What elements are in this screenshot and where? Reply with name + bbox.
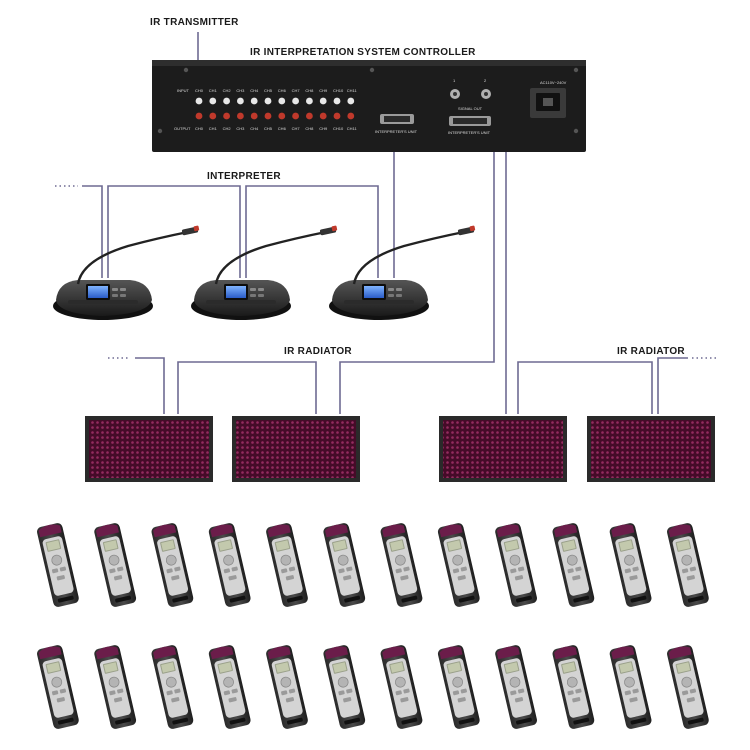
ir-receiver[interactable] [665,521,711,609]
interpreter-unit-1[interactable] [51,224,201,322]
ir-receiver[interactable] [379,521,424,609]
output-channel-label: CH1 [209,126,218,131]
rca-input-jack[interactable] [319,97,327,105]
ir-receiver[interactable] [665,643,711,731]
ir-receiver[interactable] [35,521,81,609]
rca-input-jack[interactable] [209,97,217,105]
ir-receiver[interactable] [35,643,81,731]
rca-input-jack[interactable] [237,97,244,105]
rca-output-jack[interactable] [319,112,327,120]
input-channel-label: CH11 [347,88,358,93]
ir-radiator-4[interactable] [587,416,715,482]
port-2-label: 2 [484,78,487,83]
ir-receiver[interactable] [264,643,310,731]
rca-output-jack[interactable] [250,112,258,120]
ir-receiver[interactable] [436,643,482,731]
interpreter-unit-3[interactable] [327,224,477,322]
ir-receiver[interactable] [321,643,367,731]
rca-output-jack[interactable] [264,112,272,120]
output-channel-label: CH11 [347,126,358,131]
ir-receiver[interactable] [551,643,596,731]
output-channel-label: CH2 [223,126,232,131]
ir-radiator-right-label: IR RADIATOR [617,346,685,357]
input-channel-label: CH4 [250,88,259,93]
ir-receiver[interactable] [379,643,424,731]
rca-input-jack[interactable] [264,97,272,105]
ir-receiver[interactable] [92,643,138,731]
input-channel-label: CH9 [319,88,328,93]
rca-input-jack[interactable] [306,97,313,105]
rca-output-jack[interactable] [278,112,286,120]
output-channel-label: CH7 [292,126,301,131]
output-channel-label: CH6 [278,126,287,131]
ir-receiver[interactable] [493,521,539,609]
rca-input-jack[interactable] [347,97,355,105]
output-channel-label: CH9 [319,126,328,131]
ir-radiator-3[interactable] [439,416,567,482]
output-channel-label: CH8 [305,126,314,131]
ir-receiver[interactable] [150,521,195,609]
input-label: INPUT [177,88,190,93]
controller-label: IR INTERPRETATION SYSTEM CONTROLLER [250,47,476,58]
input-channel-label: CH7 [292,88,301,93]
interpreter-label: INTERPRETER [207,171,281,182]
input-channel-label: CH5 [264,88,273,93]
rca-output-jack[interactable] [306,112,313,120]
ir-receiver[interactable] [436,521,482,609]
input-channel-label: CH6 [278,88,287,93]
output-channel-label: CH5 [264,126,273,131]
ir-receiver[interactable] [551,521,596,609]
rca-input-jack[interactable] [292,97,299,105]
output-channel-label: CH10 [333,126,344,131]
rca-output-jack[interactable] [195,112,203,120]
ir-receiver[interactable] [207,521,253,609]
ir-transmitter-label: IR TRANSMITTER [150,17,239,28]
rca-input-jack[interactable] [278,97,286,105]
ir-receiver[interactable] [608,643,653,731]
input-channel-label: CH10 [333,88,344,93]
ir-receiver[interactable] [493,643,539,731]
controller-chassis: INPUT OUTPUT CH0CH0CH1CH1CH2CH2CH3CH3CH4… [152,60,586,152]
ir-receiver[interactable] [92,521,138,609]
rca-input-jack[interactable] [223,97,231,105]
rca-input-jack[interactable] [250,97,258,105]
rca-output-jack[interactable] [223,112,231,120]
ir-receiver[interactable] [207,643,253,731]
ir-radiator-left-label: IR RADIATOR [284,346,352,357]
output-channel-label: CH0 [195,126,204,131]
ir-radiator-1[interactable] [85,416,213,482]
ir-receiver[interactable] [150,643,195,731]
signal-out-label: SIGNAL OUT [458,106,483,111]
port-1-label: 1 [453,78,456,83]
rca-output-jack[interactable] [333,112,341,120]
rca-connector-panel: CH0CH0CH1CH1CH2CH2CH3CH3CH4CH4CH5CH5CH6C… [195,88,358,131]
rca-output-jack[interactable] [347,112,355,120]
rca-output-jack[interactable] [209,112,217,120]
interpreters-unit-label-2: INTERPRETER'S UNIT [448,130,491,135]
ir-radiator-2[interactable] [232,416,360,482]
rca-input-jack[interactable] [195,97,203,105]
power-label: AC110V~240V [540,80,567,85]
rca-output-jack[interactable] [237,112,244,120]
input-channel-label: CH8 [305,88,314,93]
input-channel-label: CH2 [223,88,232,93]
interpreters-unit-label: INTERPRETER'S UNIT [375,129,418,134]
input-channel-label: CH0 [195,88,204,93]
interpreter-unit-2[interactable] [189,224,339,322]
ir-receiver[interactable] [608,521,653,609]
rca-input-jack[interactable] [333,97,341,105]
output-label: OUTPUT [174,126,191,131]
ir-receiver[interactable] [264,521,310,609]
input-channel-label: CH3 [236,88,245,93]
output-channel-label: CH4 [250,126,259,131]
rca-output-jack[interactable] [292,112,299,120]
input-channel-label: CH1 [209,88,218,93]
receiver-array [35,521,711,731]
ir-receiver[interactable] [321,521,367,609]
output-channel-label: CH3 [236,126,245,131]
